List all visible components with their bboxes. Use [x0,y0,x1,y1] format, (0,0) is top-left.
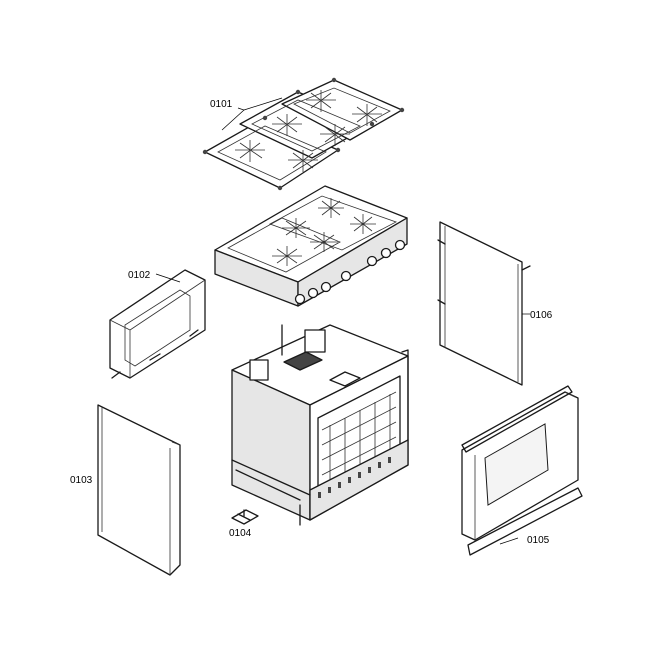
oven-door[interactable] [461,385,583,556]
label-0105: 0105 [527,535,550,546]
leader-lines [155,97,530,545]
label-0103: 0103 [70,475,93,486]
range-body[interactable] [231,324,409,526]
back-panel[interactable] [437,221,531,386]
leveling-foot[interactable] [231,509,259,525]
label-0102: 0102 [128,270,151,281]
inner-side-panel[interactable] [109,269,206,379]
label-0104: 0104 [229,528,252,539]
outer-side-panel[interactable] [97,404,181,576]
label-0101: 0101 [210,99,233,110]
label-0106: 0106 [530,310,553,321]
part-labels: 0101 0102 0103 0104 0105 0106 [70,99,553,546]
burner-grates[interactable] [202,77,405,191]
cooktop-assembly[interactable] [214,185,408,307]
